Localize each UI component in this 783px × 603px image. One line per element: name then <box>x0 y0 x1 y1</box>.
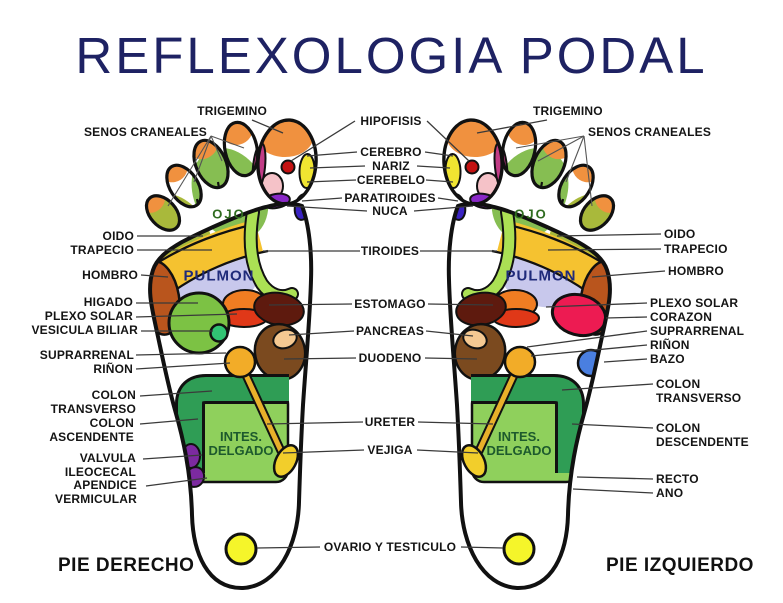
label-cerebelo: CEREBELO <box>356 173 426 187</box>
label-ano: ANO <box>656 486 684 500</box>
label-trapecio-left: TRAPECIO <box>70 243 134 257</box>
label-paratiroides: PARATIROIDES <box>344 191 436 205</box>
liver-zone <box>167 291 231 355</box>
label-colon-ascendente: COLON ASCENDENTE <box>49 416 134 444</box>
label-ojo-left: OJO <box>212 206 246 222</box>
label-trigemino-right: TRIGEMINO <box>533 104 603 118</box>
label-rinon-left: RIÑON <box>93 362 133 376</box>
label-nariz: NARIZ <box>372 159 410 173</box>
label-hombro-right: HOMBRO <box>668 264 724 278</box>
label-estomago: ESTOMAGO <box>354 297 426 311</box>
label-apendice-vermicular: APENDICE VERMICULAR <box>55 478 137 506</box>
label-trigemino-left: TRIGEMINO <box>197 104 267 118</box>
label-colon-transverso-left: COLON TRANSVERSO <box>50 388 136 416</box>
label-vesicula-biliar: VESICULA BILIAR <box>31 323 138 337</box>
fan-lines <box>167 135 593 207</box>
label-pie-izquierdo: PIE IZQUIERDO <box>606 555 754 576</box>
label-suprarrenal-left: SUPRARRENAL <box>39 348 134 362</box>
label-duodeno: DUODENO <box>358 351 422 365</box>
label-ovario-testiculo: OVARIO Y TESTICULO <box>323 540 457 554</box>
label-senos-craneales-left: SENOS CRANEALES <box>83 125 207 139</box>
label-senos-craneales-right: SENOS CRANEALES <box>588 125 712 139</box>
label-recto: RECTO <box>656 472 699 486</box>
label-higado: HIGADO <box>83 295 133 309</box>
label-oido-right: OIDO <box>664 227 696 241</box>
label-trapecio-right: TRAPECIO <box>664 242 728 256</box>
label-nuca: NUCA <box>372 204 408 218</box>
label-ureter: URETER <box>364 415 416 429</box>
gallbladder-zone <box>209 323 229 343</box>
left-foot <box>125 95 335 603</box>
label-rinon-right: RIÑON <box>650 338 690 352</box>
label-pie-derecho: PIE DERECHO <box>58 555 195 576</box>
label-cerebro: CEREBRO <box>360 145 422 159</box>
label-hipofisis: HIPOFISIS <box>360 114 422 128</box>
label-bazo: BAZO <box>650 352 685 366</box>
label-valvula-ileocecal: VALVULA ILEOCECAL <box>64 451 136 479</box>
page-title: REFLEXOLOGIA PODAL <box>75 27 708 84</box>
label-colon-transverso-right: COLON TRANSVERSO <box>656 377 742 405</box>
label-pancreas: PANCREAS <box>355 324 425 338</box>
leader-lines <box>135 119 666 549</box>
label-intes-delgado-right: INTES. DELGADO <box>486 429 552 458</box>
label-plexo-solar-right: PLEXO SOLAR <box>650 296 739 310</box>
label-oido-left: OIDO <box>102 229 134 243</box>
label-suprarrenal-right: SUPRARRENAL <box>650 324 745 338</box>
label-corazon: CORAZON <box>650 310 713 324</box>
label-ojo-right: OJO <box>514 206 548 222</box>
label-hombro-left: HOMBRO <box>82 268 138 282</box>
label-pulmon-left: PULMON <box>183 267 255 285</box>
label-colon-descendente: COLON DESCENDENTE <box>656 421 749 449</box>
label-plexo-solar-left: PLEXO SOLAR <box>44 309 133 323</box>
label-pulmon-right: PULMON <box>505 267 577 285</box>
label-intes-delgado-left: INTES. DELGADO <box>208 429 274 458</box>
label-vejiga: VEJIGA <box>367 443 413 457</box>
label-tiroides: TIROIDES <box>360 244 420 258</box>
